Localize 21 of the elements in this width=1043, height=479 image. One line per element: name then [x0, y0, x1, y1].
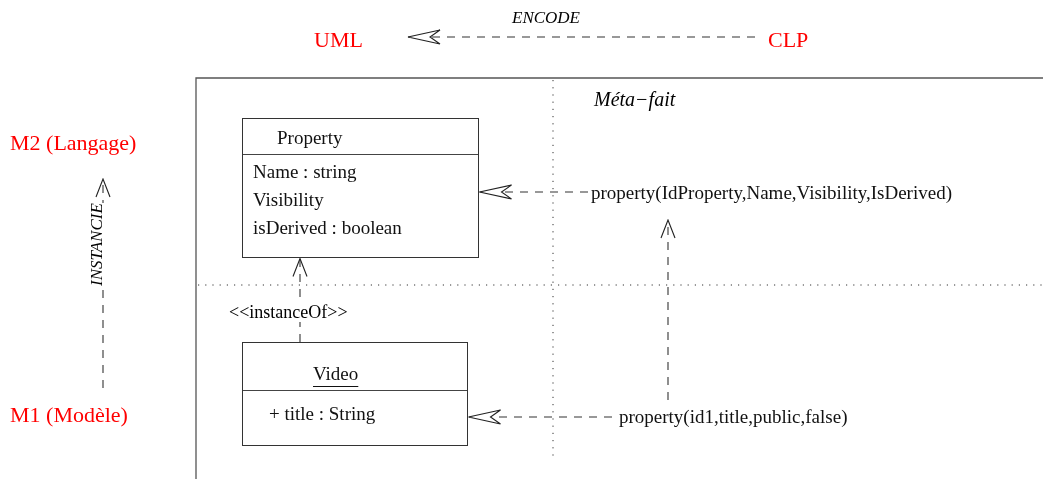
- dependency-arrow: [292, 257, 308, 343]
- dependency-arrow: [407, 29, 756, 45]
- section-title: Méta−fait: [594, 89, 676, 109]
- node-label: CLP: [768, 24, 826, 56]
- class-name: Video: [313, 362, 360, 386]
- edge-label: <<instanceOf>>: [229, 302, 348, 322]
- class-box: [242, 118, 479, 258]
- node-label: property(IdProperty,Name,Visibility,IsDerived): [591, 179, 1037, 220]
- class-box: [242, 342, 468, 446]
- attribute-text: + title : String: [269, 402, 376, 426]
- attribute-text: Name : string: [253, 160, 357, 184]
- dependency-arrow: [467, 409, 613, 425]
- class-name: Property: [277, 126, 343, 150]
- attribute-text: Visibility: [253, 188, 324, 212]
- node-label: UML: [314, 24, 408, 56]
- dependency-arrow: [660, 219, 676, 401]
- attribute-text: isDerived : boolean: [253, 216, 402, 240]
- node-label: property(id1,title,public,false): [619, 403, 903, 431]
- dependency-arrow: [478, 184, 589, 200]
- node-label: M1 (Modèle): [10, 399, 162, 431]
- node-label: M2 (Langage): [10, 129, 172, 179]
